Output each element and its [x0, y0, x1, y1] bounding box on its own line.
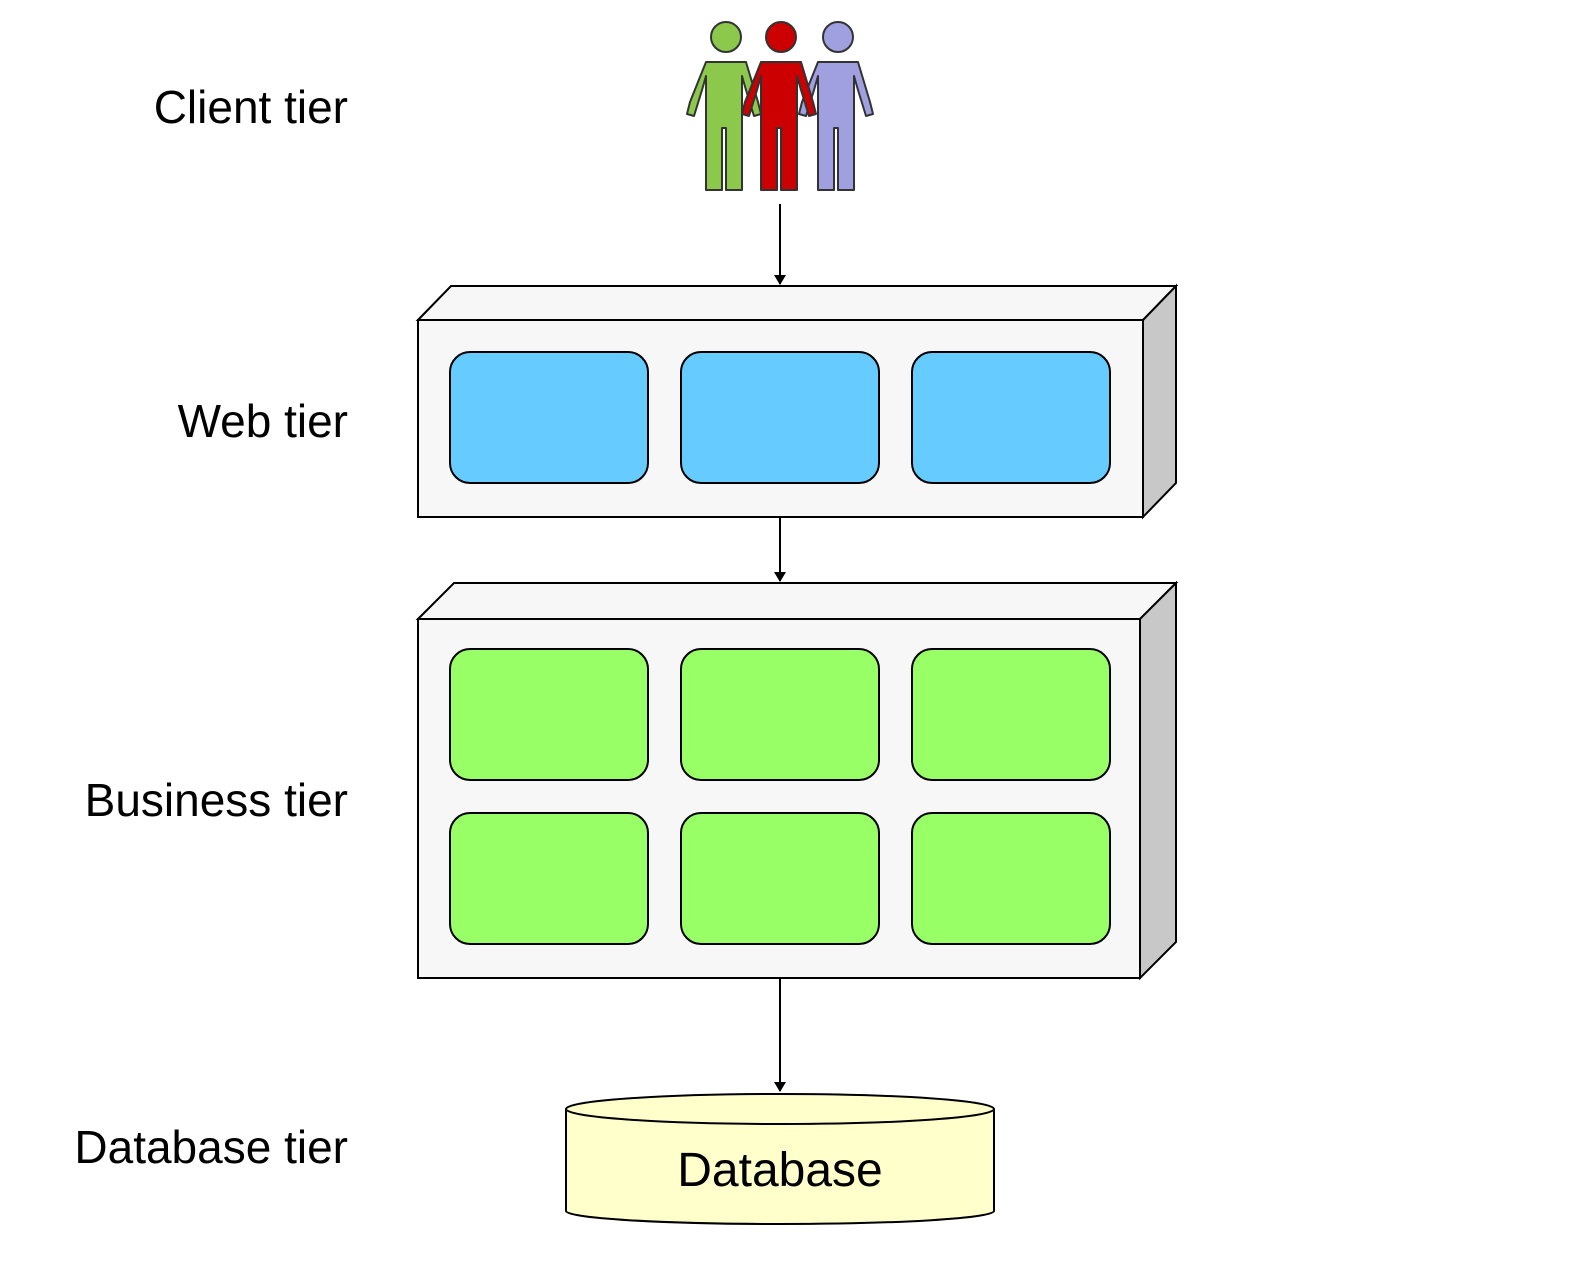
business-container-side: [1139, 580, 1177, 981]
users-icon: [686, 21, 874, 191]
business-module: [911, 812, 1111, 945]
business-tier-label: Business tier: [84, 774, 348, 826]
web-container-side: [1142, 283, 1177, 520]
business-module: [449, 648, 649, 781]
database-body: [565, 1109, 995, 1225]
web-module: [680, 351, 880, 484]
client-tier-label: Client tier: [153, 81, 348, 133]
business-tier-container: [415, 580, 1179, 981]
web-module: [449, 351, 649, 484]
business-container-top: [415, 582, 1179, 620]
database-top: [565, 1093, 995, 1125]
database-tier-label: Database tier: [74, 1121, 348, 1173]
business-module: [911, 648, 1111, 781]
business-module: [449, 812, 649, 945]
web-tier-label: Web tier: [177, 395, 348, 447]
database-cylinder: [565, 1093, 995, 1225]
business-module: [680, 812, 880, 945]
user-lavender-icon: [798, 21, 874, 191]
business-module: [680, 648, 880, 781]
web-tier-container: [415, 283, 1179, 520]
database-label: Database: [677, 1144, 882, 1197]
user-red-icon: [741, 21, 817, 191]
web-module: [911, 351, 1111, 484]
web-container-top: [415, 285, 1179, 321]
